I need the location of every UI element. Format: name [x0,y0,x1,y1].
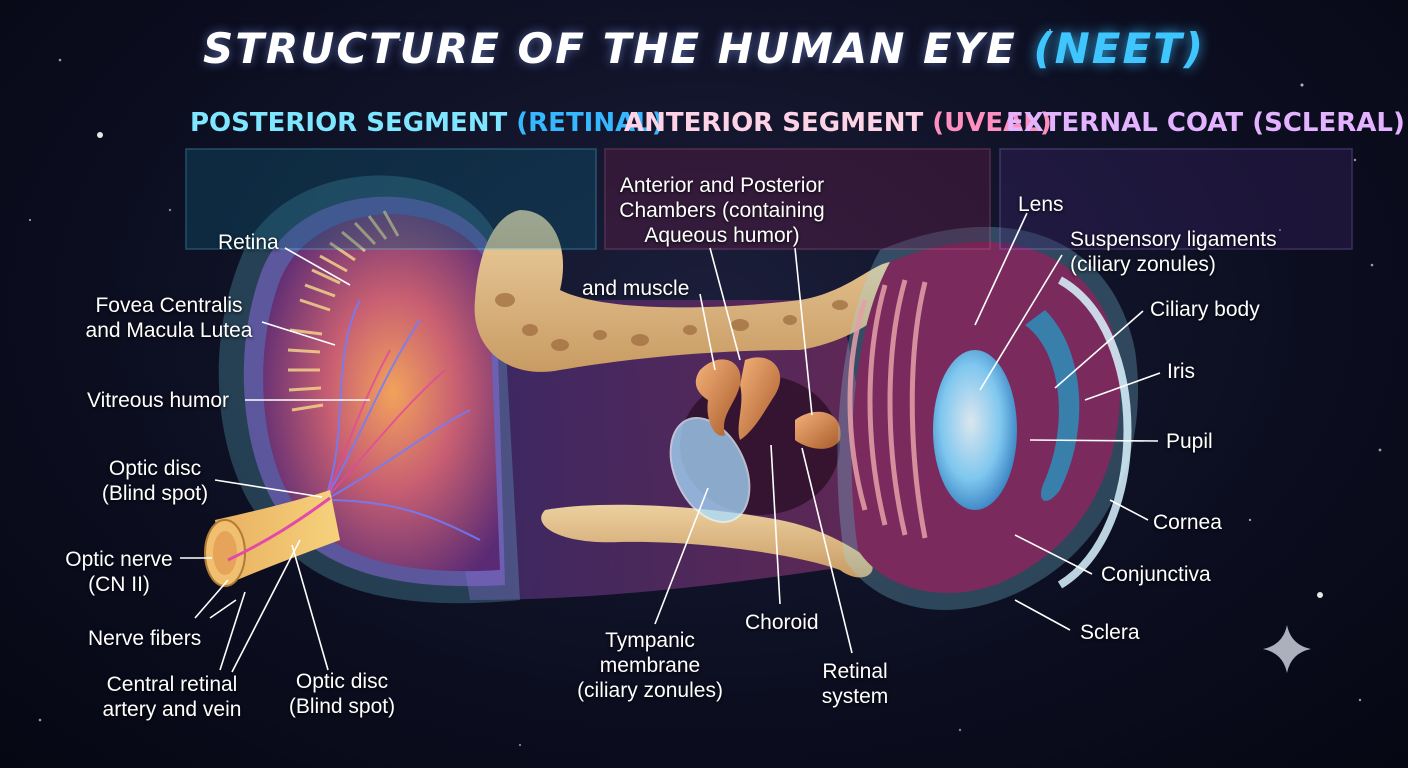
ciliary-folds [847,279,928,539]
leader-lines [180,212,1161,673]
posterior-segment-heading: POSTERIOR SEGMENT (RETINAL) [190,108,664,138]
posterior-globe [218,175,520,604]
label-optic-disc-bottom: Optic disc(Blind spot) [288,670,396,718]
label-sclera: Sclera [1080,621,1140,644]
anterior-globe [837,226,1139,611]
segment-qualifier: (UVEAL) [932,108,1052,138]
external-coat-heading: EXTERNAL COAT (SCLERAL) [1006,108,1405,138]
page-title: STRUCTURE OF THE HUMAN EYE (NEET) [0,24,1408,73]
label-suspensory-ligaments: Suspensory ligaments(ciliary zonules) [1070,228,1277,276]
label-nerve-fibers: Nerve fibers [88,627,202,650]
ossicles [695,357,841,449]
label-conjunctiva: Conjunctiva [1101,563,1211,586]
sparkle-icon [1263,625,1311,673]
segment-qualifier: (SCLERAL) [1252,108,1405,138]
label-optic-nerve: Optic nerve(CN II) [65,548,173,596]
anterior-segment-heading: ANTERIOR SEGMENT (UVEAL) [624,108,1052,138]
label-ciliary-body: Ciliary body [1150,298,1260,321]
optic-nerve-shape [204,490,340,587]
label-retina: Retina [218,231,279,254]
bone-pores [495,293,848,351]
label-muscle: and muscle [582,277,690,300]
label-pupil: Pupil [1166,430,1213,453]
bone-upper [474,210,907,372]
title-main: STRUCTURE OF THE HUMAN EYE [202,24,1017,73]
segment-name: ANTERIOR SEGMENT [624,108,924,138]
label-vitreous-humor: Vitreous humor [87,389,230,412]
label-optic-disc-left: Optic disc(Blind spot) [101,457,209,505]
iris-shape [1025,310,1080,501]
label-cornea: Cornea [1153,511,1222,534]
cornea-shape [1057,276,1132,589]
bone-lower [541,504,873,578]
starfield [28,28,1382,747]
lens-shape [933,350,1017,510]
tympanic-membrane-shape [669,417,751,523]
label-lens: Lens [1018,193,1064,216]
segment-name: EXTERNAL COAT [1006,108,1244,138]
segment-qualifier: (RETINAL) [516,108,664,138]
segment-name: POSTERIOR SEGMENT [190,108,508,138]
title-accent: (NEET) [1033,24,1206,73]
label-choroid: Choroid [745,611,819,634]
label-iris: Iris [1167,360,1195,383]
